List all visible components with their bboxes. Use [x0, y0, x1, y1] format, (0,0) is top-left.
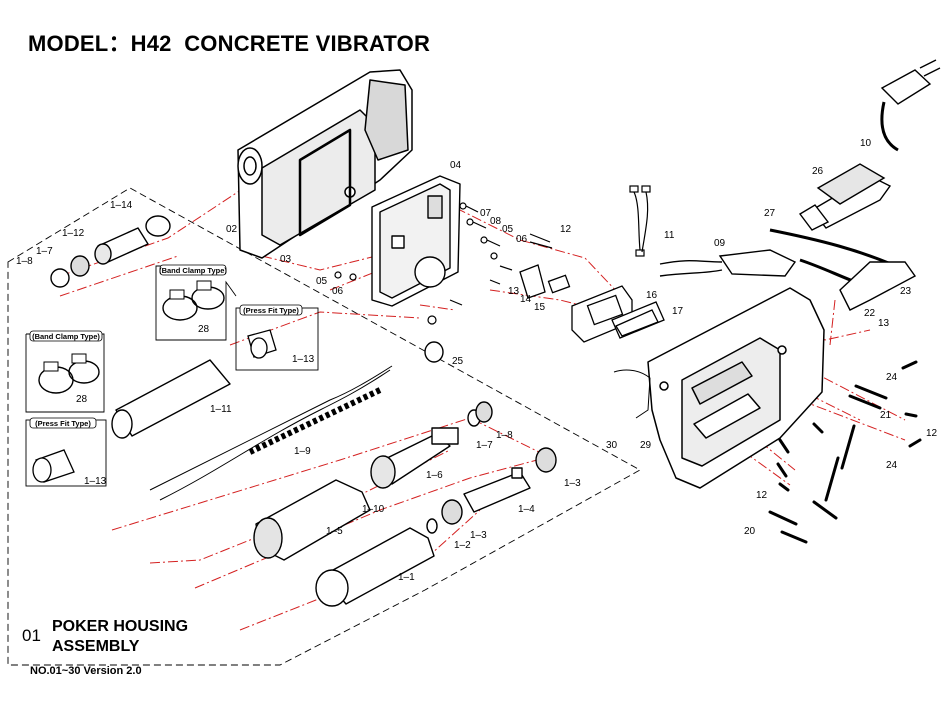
label-1-2: 1–2	[454, 540, 471, 551]
lead-wire	[629, 185, 651, 257]
label-1-14: 1–14	[110, 200, 133, 211]
label-28a: 28	[198, 324, 210, 335]
label-07: 07	[480, 208, 492, 219]
label-06a: 06	[516, 234, 528, 245]
label-14: 14	[520, 294, 532, 305]
poker-parts	[50, 215, 557, 607]
label-1-8b: 1–8	[16, 256, 33, 267]
label-1-11: 1–11	[210, 404, 232, 415]
label-17: 17	[672, 306, 684, 317]
label-11: 11	[664, 230, 675, 241]
label-1-10: 1–10	[362, 504, 385, 515]
label-29: 29	[640, 440, 652, 451]
press-fit-box-upper: (Press Fit Type)	[235, 304, 319, 371]
label-16: 16	[646, 290, 658, 301]
svg-text:(Press Fit Type): (Press Fit Type)	[35, 419, 91, 428]
label-1-3a: 1–3	[564, 478, 581, 489]
label-1-4: 1–4	[518, 504, 535, 515]
label-12c: 12	[756, 490, 768, 501]
diagram-title: MODEL：H42 CONCRETE VIBRATOR	[28, 31, 431, 56]
label-27: 27	[764, 208, 776, 219]
label-08: 08	[490, 216, 502, 227]
label-1-13b: 1–13	[84, 476, 107, 487]
label-10: 10	[860, 138, 872, 149]
band-clamp-box-lower: (Band Clamp Type)	[25, 330, 105, 413]
label-1-9: 1–9	[294, 446, 311, 457]
switch-assembly	[519, 264, 665, 343]
assembly-name: POKER HOUSING ASSEMBLY	[52, 617, 188, 657]
svg-text:(Press Fit Type): (Press Fit Type)	[243, 306, 299, 315]
label-30: 30	[606, 440, 618, 451]
main-handle	[613, 287, 825, 489]
assembly-name-line2: ASSEMBLY	[52, 638, 140, 655]
assembly-name-line1: POKER HOUSING	[52, 618, 189, 635]
label-20: 20	[744, 526, 756, 537]
label-1-8a: 1–8	[496, 430, 513, 441]
label-1-7a: 1–7	[476, 440, 493, 451]
label-1-5: 1–5	[326, 526, 343, 537]
label-12a: 12	[560, 224, 572, 235]
label-24b: 24	[886, 460, 898, 471]
svg-text:(Band Clamp Type): (Band Clamp Type)	[159, 266, 227, 275]
label-1-13a: 1–13	[292, 354, 315, 365]
label-12b: 12	[926, 428, 938, 439]
label-24a: 24	[886, 372, 898, 383]
bolts-right	[768, 360, 922, 544]
bracket-plate	[371, 175, 461, 307]
label-1-1: 1–1	[398, 572, 415, 583]
fastener-set-a	[334, 202, 553, 325]
label-09: 09	[714, 238, 726, 249]
band-clamp-box-upper: (Band Clamp Type)	[155, 264, 237, 341]
label-13b: 13	[878, 318, 890, 329]
label-02: 02	[226, 224, 238, 235]
label-26: 26	[812, 166, 824, 177]
version-note: NO.01~30 Version 2.0	[30, 665, 142, 677]
label-22: 22	[864, 308, 876, 319]
label-03: 03	[280, 254, 292, 265]
label-1-7b: 1–7	[36, 246, 53, 257]
label-1-3b: 1–3	[470, 530, 487, 541]
label-06b: 06	[332, 286, 344, 297]
label-28b: 28	[76, 394, 88, 405]
label-15: 15	[534, 302, 546, 313]
power-cord	[659, 59, 941, 311]
label-13a: 13	[508, 286, 520, 297]
press-fit-box-lower: (Press Fit Type)	[25, 417, 107, 487]
label-05b: 05	[316, 276, 328, 287]
assembly-number: 01	[22, 626, 41, 645]
label-1-6: 1–6	[426, 470, 443, 481]
part-callouts: 02 03 04 05 05 06 06 07 08 09 10 11 12 1…	[16, 138, 938, 583]
label-04: 04	[450, 160, 462, 171]
label-25: 25	[452, 356, 464, 367]
label-21: 21	[880, 410, 892, 421]
svg-text:(Band Clamp Type): (Band Clamp Type)	[32, 332, 100, 341]
label-1-12: 1–12	[62, 228, 85, 239]
poker-housing-assembly-boundary	[7, 187, 641, 666]
label-05a: 05	[502, 224, 514, 235]
label-23: 23	[900, 286, 912, 297]
rear-housing	[237, 69, 413, 259]
